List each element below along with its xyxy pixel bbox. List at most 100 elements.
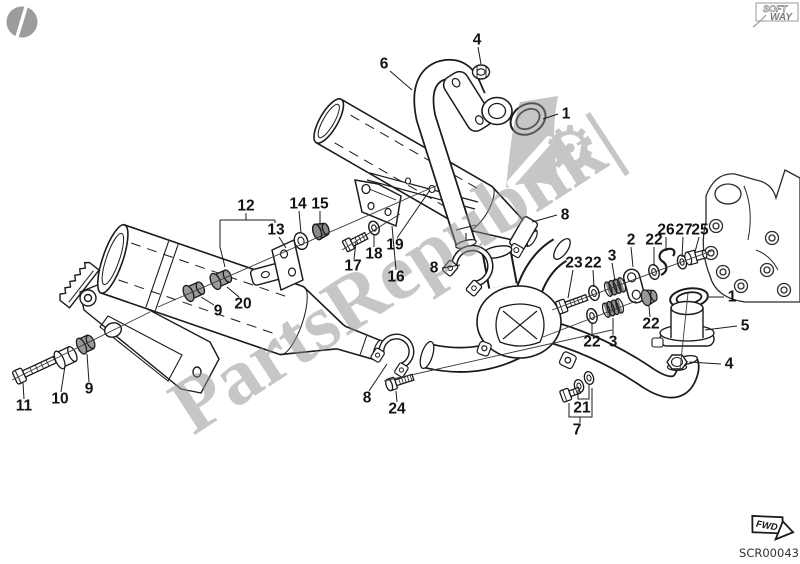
leader-line (648, 305, 651, 318)
footpeg-bracket (59, 261, 220, 394)
callout-22: 22 (642, 316, 659, 333)
leader-line (592, 269, 595, 288)
axis-line (157, 184, 439, 308)
watermark-emblem: ⚙ (506, 96, 598, 188)
callout-11: 11 (16, 398, 33, 415)
callout-8: 8 (363, 390, 372, 407)
leader-line (577, 385, 590, 400)
leader-line (531, 214, 558, 223)
clamp-8-center (442, 244, 494, 297)
callout-24: 24 (388, 401, 406, 418)
leader-line (219, 220, 226, 268)
leader-line (200, 296, 215, 306)
muffler-inlet-clamp (508, 216, 539, 259)
axis-line (551, 249, 715, 311)
leader-line (694, 236, 700, 253)
y-manifold (419, 238, 700, 399)
leader-line (681, 236, 684, 258)
hanger-rail (341, 172, 479, 253)
callout-20: 20 (234, 296, 251, 313)
leader-line (226, 286, 240, 298)
callout-1: 1 (562, 106, 571, 123)
pipe-tab-front (476, 340, 492, 357)
callout-27: 27 (675, 222, 692, 239)
leader-line (391, 225, 397, 271)
axis-line (341, 213, 401, 251)
sleeve-5 (651, 300, 715, 348)
leader-line (441, 264, 461, 269)
callout-22: 22 (583, 334, 600, 351)
manifold-brace (495, 303, 545, 347)
leader-line (611, 262, 616, 282)
spring-3-lower (601, 298, 625, 318)
leader-line (704, 325, 738, 331)
leader-line (395, 390, 398, 403)
callout-4: 4 (473, 32, 482, 49)
bolt-7-set (559, 370, 595, 403)
callout-17: 17 (344, 258, 361, 275)
axis-line (679, 292, 689, 371)
engine-case-fragment (702, 169, 800, 303)
wrench-icon (507, 136, 553, 187)
leader-line (60, 365, 66, 393)
callout-13: 13 (267, 222, 285, 239)
leader-line (630, 246, 634, 268)
softway-logo: SOFT WAY (752, 2, 799, 28)
leader-line (353, 241, 357, 260)
callout-26: 26 (657, 222, 675, 239)
callout-23: 23 (565, 255, 583, 272)
callout-25: 25 (691, 222, 709, 239)
axis-lines (11, 184, 715, 382)
pipe-tab-rear (558, 351, 577, 370)
callout-1: 1 (728, 289, 737, 306)
callout-22: 22 (584, 255, 601, 272)
leader-line (567, 269, 574, 299)
leader-line (688, 361, 722, 365)
cap-22 (640, 289, 658, 307)
softway-top-text: SOFT (763, 4, 789, 14)
nut-4-bottom (666, 354, 688, 372)
callout-4: 4 (725, 356, 734, 373)
fwd-label: FWD (755, 519, 778, 534)
leader-line (389, 70, 413, 91)
serrated-footpeg (59, 261, 100, 309)
leader-line (542, 113, 559, 120)
clamp-8-front (370, 333, 415, 378)
axis-line (383, 329, 613, 382)
cap-nut-15 (311, 222, 330, 241)
axis-line (542, 300, 637, 338)
callout-9: 9 (214, 303, 223, 320)
callout-21: 21 (573, 400, 591, 417)
callout-18: 18 (365, 246, 383, 263)
callout-7: 7 (573, 422, 582, 439)
port-stack (651, 287, 715, 372)
leader-line (278, 236, 287, 249)
callout-16: 16 (387, 269, 405, 286)
fwd-arrow: FWD (751, 515, 795, 541)
bolt-7 (559, 386, 582, 403)
brand-circle-logo (6, 3, 38, 41)
spacer-10 (53, 345, 78, 370)
spring-clip-26 (658, 247, 676, 276)
callout-8: 8 (561, 207, 570, 224)
bracket-13 (271, 239, 304, 291)
callout-2: 2 (627, 232, 636, 249)
leader-line (396, 189, 431, 239)
engine-bolt-bosses (703, 218, 792, 298)
leader-line (22, 382, 25, 400)
callout-9: 9 (85, 381, 94, 398)
callout-22: 22 (645, 232, 662, 249)
bracket-13-assembly (249, 222, 330, 291)
gear-icon: ⚙ (542, 112, 598, 185)
nut-4-top (471, 64, 491, 80)
callout-8: 8 (430, 260, 439, 277)
callout-19: 19 (386, 237, 404, 254)
callout-10: 10 (51, 391, 68, 408)
drawing-code: SCR00043 (739, 546, 799, 560)
callout-5: 5 (741, 318, 750, 335)
callout-12: 12 (237, 198, 254, 215)
leader-line (298, 210, 302, 234)
